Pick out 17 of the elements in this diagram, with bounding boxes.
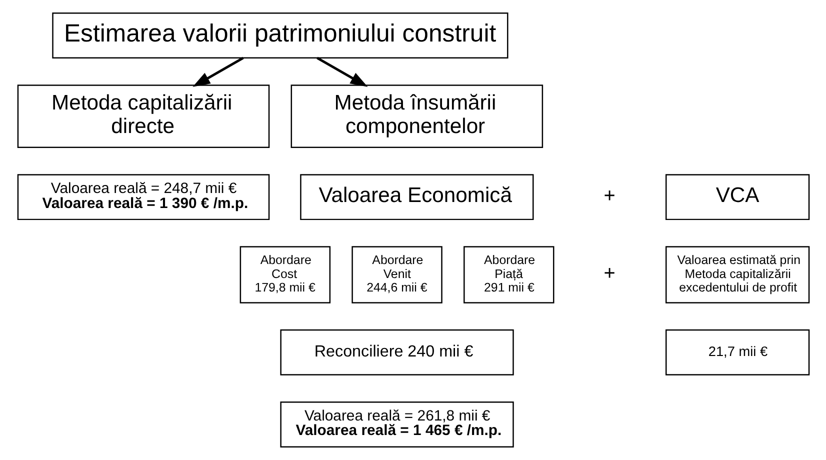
node-box: Abordare Cost 179,8 mii € xyxy=(239,246,330,304)
node-box: Metoda însumării componentelor xyxy=(290,84,543,148)
node-box: VCA xyxy=(664,174,810,220)
node-box: Valoarea reală = 248,7 mii € Valoarea reală = 1 390 € /m.p. xyxy=(16,174,270,220)
node-box: Metoda capitalizării directe xyxy=(16,84,270,148)
arrow xyxy=(192,56,244,87)
node-box: 21,7 mii € xyxy=(664,329,810,376)
node-box: Abordare Venit 244,6 mii € xyxy=(351,246,442,304)
node-box: Abordare Piață 291 mii € xyxy=(463,246,554,304)
node-box: Valoarea reală = 261,8 mii € Valoarea reală = 1 465 € /m.p. xyxy=(280,402,514,448)
label: + xyxy=(603,262,615,284)
node-box: Valoarea estimată prin Metoda capitalizării excedentului de profit xyxy=(664,246,810,304)
arrow xyxy=(316,56,368,87)
node-box: Reconciliere 240 mii € xyxy=(280,329,514,376)
label: + xyxy=(603,184,615,207)
node-box: Estimarea valorii patrimoniului construit xyxy=(52,12,508,58)
node-box: Valoarea Economică xyxy=(300,174,534,220)
